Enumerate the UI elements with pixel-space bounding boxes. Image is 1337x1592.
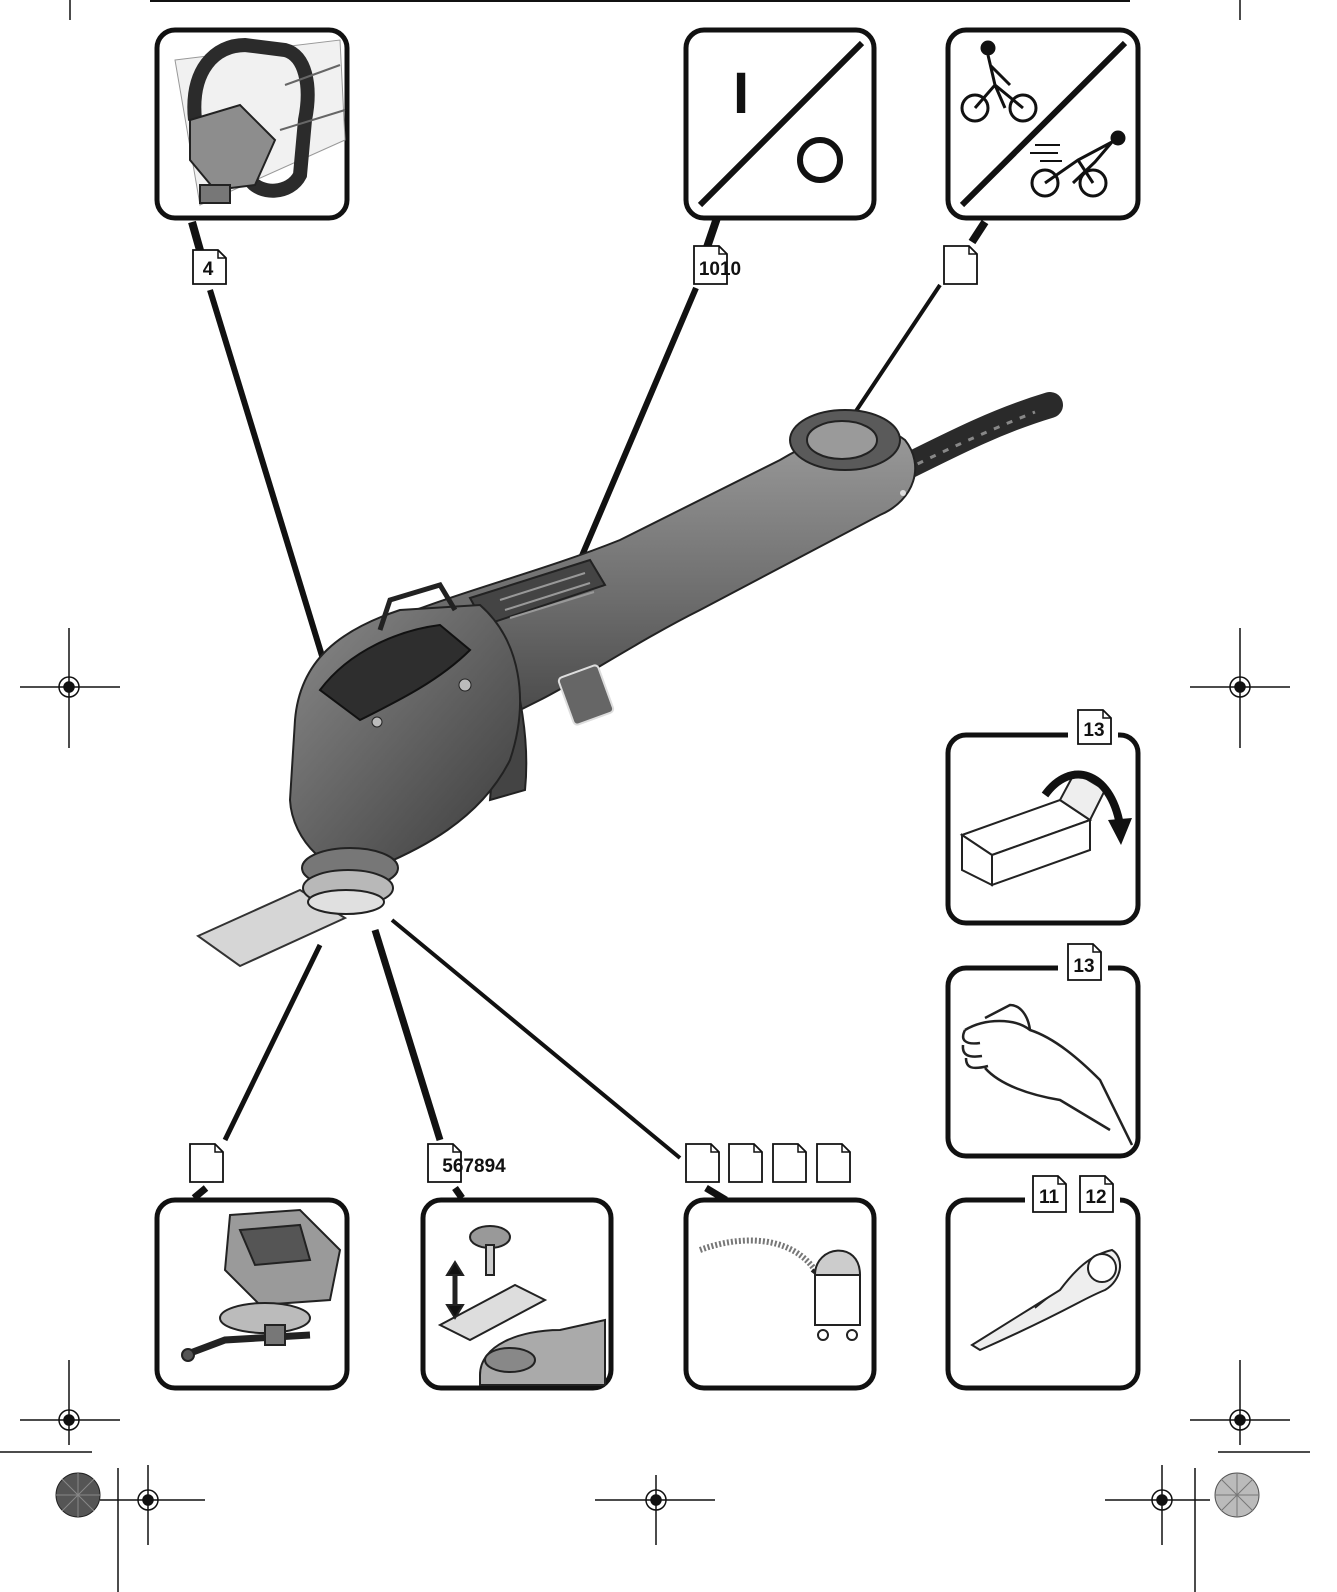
panel-hand-protection: [945, 955, 1141, 1159]
vacuum-illustration: [698, 1237, 862, 1341]
page-ref-speed: [943, 245, 978, 285]
crosshair-icon: [20, 628, 120, 748]
page-ref-blade-b-text: 12: [1085, 1187, 1106, 1208]
fast-cyclist-icon: [1030, 130, 1126, 198]
auxiliary-handle-illustration: [174, 37, 346, 206]
page-ref-packaging-text: 13: [1083, 720, 1104, 741]
box-opening-illustration: [959, 770, 1107, 887]
multi-tool-illustration: [196, 392, 1063, 968]
page-ref-gloves-text: 13: [1073, 956, 1094, 977]
page-ref-blade-b: 12: [1079, 1175, 1114, 1213]
page-ref-extraction-1: [685, 1143, 720, 1183]
color-calibration-target-light: [1214, 1472, 1260, 1518]
open-arrow-icon: [1041, 770, 1124, 826]
page-ref-switch-text: 1010: [699, 259, 741, 280]
switch-on-symbol: I: [733, 61, 749, 126]
page-ref-blade-a-text: 11: [1039, 1187, 1060, 1208]
blade-illustration: [970, 1248, 1121, 1352]
page-ref-extraction-3: [772, 1143, 807, 1183]
page-ref-handle-text: 4: [203, 259, 214, 280]
panel-saw-blade: [945, 1188, 1141, 1391]
panel-speed-setting: [945, 27, 1141, 221]
page-ref-handle: 4: [192, 249, 227, 285]
page-ref-extraction-2: [728, 1143, 763, 1183]
slow-cyclist-icon: [960, 40, 1038, 123]
page-ref-gloves: 13: [1067, 943, 1102, 981]
page-ref-tool-change: 567894: [427, 1143, 506, 1183]
page-ref-packaging: 13: [1077, 709, 1112, 745]
page-ref-blade-a: 11: [1032, 1175, 1067, 1213]
page-ref-tool-change-text: 567894: [442, 1156, 506, 1177]
panel-dust-extraction: [683, 1197, 877, 1391]
depth-stop-illustration: [181, 1208, 342, 1362]
crosshair-icon: [100, 1465, 205, 1545]
hand-icon: [961, 1003, 1134, 1146]
crosshair-icon: [20, 1360, 120, 1445]
switch-off-icon: [797, 137, 843, 183]
color-calibration-target-dark: [55, 1472, 101, 1518]
crosshair-icon: [595, 1475, 715, 1545]
tool-change-illustration: [437, 1225, 606, 1386]
panel-tool-change: [420, 1197, 614, 1391]
panel-on-off-switch: I: [683, 27, 877, 221]
panel-depth-stop: [154, 1197, 350, 1391]
callout-lines: [188, 213, 989, 1204]
panel-auxiliary-handle: [154, 27, 350, 221]
registration-marks: [0, 628, 1310, 1592]
page-ref-extraction-4: [816, 1143, 851, 1183]
crosshair-icon: [1105, 1465, 1210, 1545]
page-ref-depth-stop: [189, 1143, 224, 1183]
page-ref-extraction-group: [685, 1143, 851, 1183]
panel-packaging: [945, 722, 1141, 926]
crosshair-icon: [1190, 628, 1290, 748]
page-ref-switch: 1010: [693, 245, 741, 285]
crosshair-icon: [1190, 1360, 1290, 1445]
